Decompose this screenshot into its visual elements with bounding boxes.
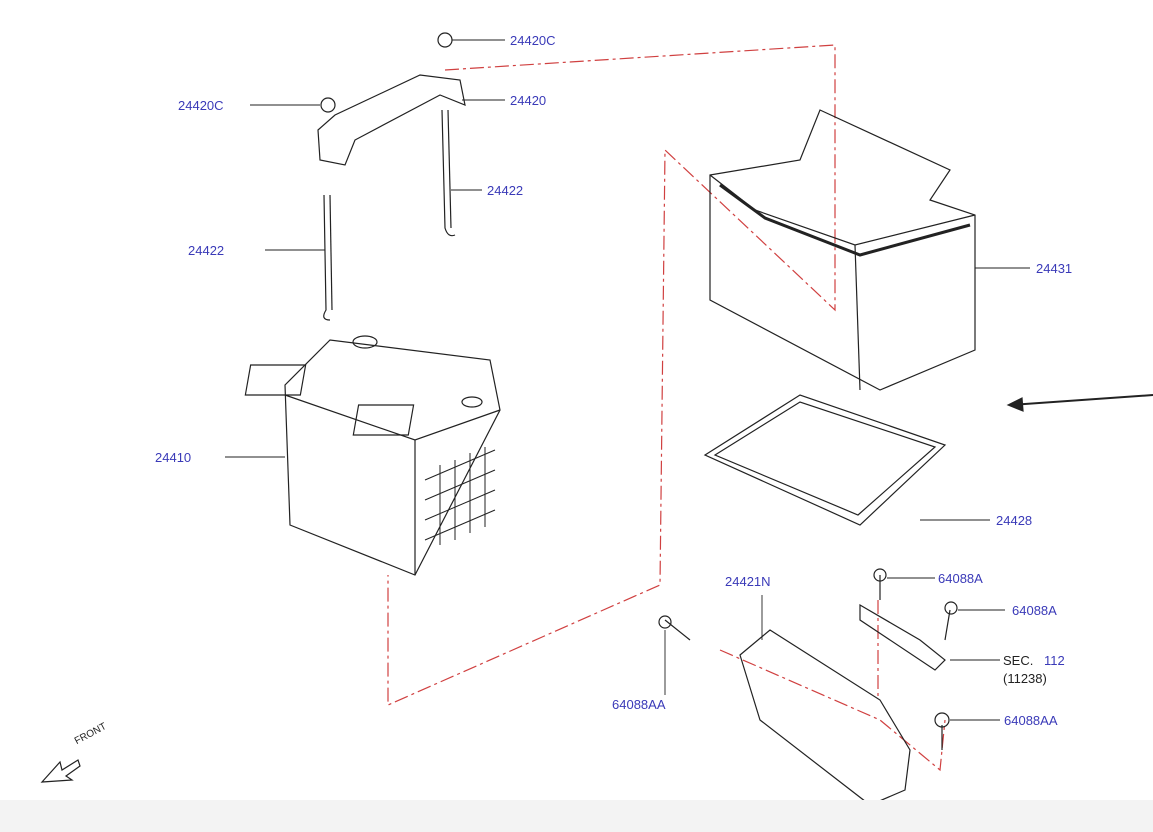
hold-down-rods xyxy=(323,109,456,321)
label-24428[interactable]: 24428 xyxy=(996,513,1033,528)
label-24431[interactable]: 24431 xyxy=(1036,261,1073,276)
label-sec-sub: (11238) xyxy=(1003,671,1047,686)
front-arrow-icon xyxy=(40,759,81,783)
battery-box xyxy=(709,109,976,391)
label-24422-left[interactable]: 24422 xyxy=(188,243,225,258)
label-24421n[interactable]: 24421N xyxy=(725,574,771,589)
leader-lines xyxy=(225,39,1030,721)
bracket xyxy=(658,568,958,806)
label-24422-right[interactable]: 24422 xyxy=(487,183,524,198)
battery-tray xyxy=(703,394,947,526)
battery xyxy=(244,335,501,576)
label-sec-112[interactable]: 112 xyxy=(1044,653,1065,668)
label-24410[interactable]: 24410 xyxy=(155,450,192,465)
label-24420[interactable]: 24420 xyxy=(510,93,547,108)
label-24420c-top[interactable]: 24420C xyxy=(510,33,556,48)
label-64088aa-left[interactable]: 64088AA xyxy=(612,697,666,712)
label-sec-prefix: SEC. xyxy=(1003,653,1034,668)
label-24420c-left[interactable]: 24420C xyxy=(178,98,224,113)
label-64088aa-right[interactable]: 64088AA xyxy=(1004,713,1058,728)
label-64088a-1[interactable]: 64088A xyxy=(938,571,983,586)
bottom-bar xyxy=(0,800,1153,832)
label-64088a-2[interactable]: 64088A xyxy=(1012,603,1057,618)
pointer-arrow xyxy=(1006,394,1153,412)
